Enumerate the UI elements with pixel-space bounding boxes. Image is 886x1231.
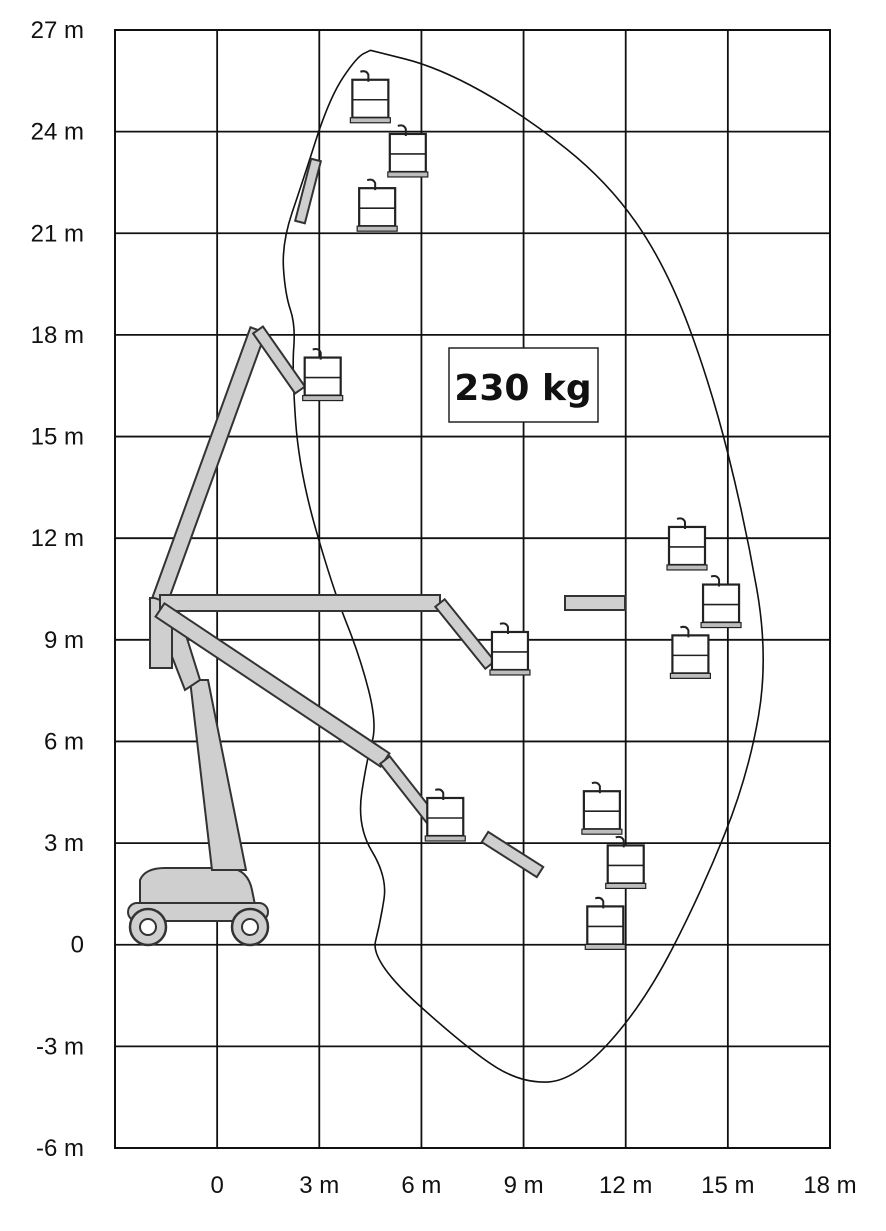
wheel-front-hub — [241, 918, 259, 936]
jib-raised — [251, 325, 307, 395]
platform-basket — [302, 348, 344, 402]
basket-frame — [671, 634, 710, 675]
control-handle — [366, 178, 377, 191]
y-tick-label: 18 m — [31, 322, 84, 349]
basket-floor — [581, 828, 623, 835]
control-handle — [615, 835, 625, 848]
main-boom-raised — [151, 325, 267, 605]
basket-frame — [388, 132, 427, 174]
basket-frame — [358, 187, 397, 228]
control-handle — [360, 70, 370, 82]
working-envelope — [282, 49, 764, 1083]
boom-tip-low — [480, 830, 545, 879]
x-tick-label: 0 — [210, 1172, 223, 1199]
basket-floor — [584, 943, 626, 951]
basket-floor — [669, 672, 712, 679]
y-tick-label: 24 m — [31, 119, 84, 146]
basket-frame — [582, 790, 621, 831]
control-handle — [434, 788, 445, 800]
platform-basket — [387, 124, 429, 178]
basket-frame — [490, 630, 530, 672]
x-tick-label: 6 m — [401, 1172, 441, 1199]
axis-tick-labels: 27 m 24 m 21 m 18 m 15 m 12 m 9 m 6 m 3 m 0 -3 m -6… — [31, 17, 857, 1199]
basket-floor — [424, 835, 466, 842]
y-tick-label: 0 — [71, 932, 84, 959]
y-tick-label: 21 m — [31, 220, 84, 247]
basket-frame — [667, 525, 707, 567]
control-handle — [312, 348, 322, 360]
x-tick-label: 15 m — [701, 1172, 754, 1199]
y-tick-label: 12 m — [31, 525, 84, 552]
platform-basket — [356, 178, 398, 232]
basket-frame — [351, 78, 390, 119]
y-tick-label: 15 m — [31, 424, 84, 451]
control-handle — [397, 124, 407, 136]
platform-basket — [424, 788, 466, 842]
platform-basket — [666, 517, 708, 571]
basket-frame — [426, 796, 465, 838]
platform-basket — [669, 625, 712, 679]
jib-horizontal — [433, 597, 497, 671]
upper-boom-tip — [293, 157, 323, 225]
main-boom-lowered — [154, 601, 391, 769]
control-handle — [680, 625, 690, 638]
y-tick-label: 6 m — [44, 728, 84, 755]
platform-basket — [581, 781, 623, 835]
basket-floor — [387, 171, 429, 178]
basket-floor — [605, 882, 647, 890]
y-tick-label: -3 m — [36, 1033, 84, 1060]
control-handle — [710, 574, 721, 587]
platform-basket — [605, 835, 647, 890]
basket-frame — [606, 844, 645, 885]
x-tick-label: 3 m — [299, 1172, 339, 1199]
y-tick-label: 9 m — [44, 627, 84, 654]
y-tick-label: 27 m — [31, 17, 84, 44]
y-tick-label: -6 m — [36, 1135, 84, 1162]
wheel-rear-hub — [139, 918, 157, 936]
basket-frame — [303, 356, 342, 397]
x-tick-label: 18 m — [803, 1172, 856, 1199]
platform-basket — [700, 574, 742, 629]
envelope-outline — [282, 49, 764, 1083]
main-boom-horizontal — [159, 594, 441, 612]
basket-frame — [701, 583, 741, 624]
control-handle — [591, 781, 601, 794]
control-handle — [499, 622, 509, 634]
platform-basket — [489, 622, 531, 676]
basket-floor — [302, 394, 344, 402]
basket-frame — [586, 905, 625, 946]
platform-positions — [302, 70, 742, 951]
grid — [114, 29, 831, 1149]
capacity-badge: 230 kg — [448, 347, 599, 423]
boom-tip-far — [564, 595, 626, 611]
platform-basket — [584, 896, 626, 951]
platform-basket — [349, 70, 391, 124]
basket-floor — [489, 669, 531, 676]
x-tick-label: 12 m — [599, 1172, 652, 1199]
control-handle — [594, 896, 605, 909]
basket-floor — [700, 621, 742, 629]
lower-mast — [188, 679, 248, 871]
basket-floor — [349, 117, 391, 124]
x-tick-label: 9 m — [504, 1172, 544, 1199]
control-handle — [676, 517, 686, 529]
y-tick-label: 3 m — [44, 830, 84, 857]
basket-floor — [356, 225, 398, 232]
capacity-label: 230 kg — [454, 368, 591, 409]
boom-lift-illustration — [127, 157, 626, 947]
basket-floor — [666, 564, 708, 571]
